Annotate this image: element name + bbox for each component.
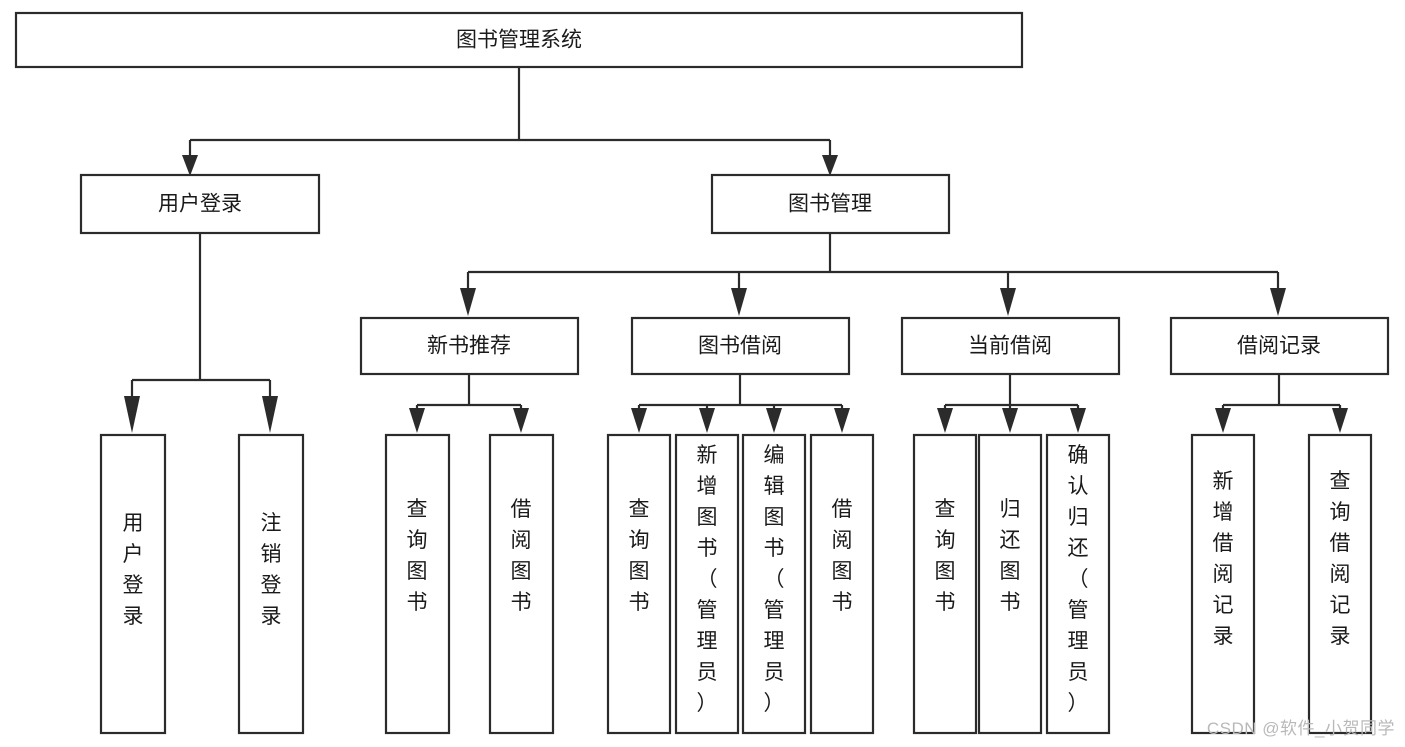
leaf-current-return-book[interactable]: 归还图书	[977, 433, 1043, 735]
arrow-borrow-leaf-2	[699, 408, 715, 433]
node-root-box	[14, 11, 1024, 69]
arrow-root-to-login	[182, 155, 198, 176]
leaf-label: 查询图书	[629, 498, 650, 614]
leaf-borrow-borrow-book[interactable]: 借阅图书	[809, 433, 875, 735]
node-current-borrow-label: 当前借阅	[968, 335, 1052, 358]
leaf-box	[1045, 433, 1111, 735]
arrow-bookmgmt-to-borrow	[731, 288, 747, 316]
leaf-label: 新增图书（管理员）	[697, 444, 718, 715]
arrow-root-to-bookmgmt	[822, 155, 838, 176]
node-root-system[interactable]: 图书管理系统	[14, 11, 1024, 69]
leaf-user-login-logout[interactable]: 注销登录	[237, 433, 305, 735]
leaf-box	[384, 433, 451, 735]
connector-group-current-borrow	[937, 374, 1086, 433]
arrow-bookmgmt-to-current	[1000, 288, 1016, 316]
leaf-borrow-query-book[interactable]: 查询图书	[606, 433, 672, 735]
leaf-current-confirm-return[interactable]: 确认归还（管理员）	[1045, 433, 1111, 735]
leaf-box	[1307, 433, 1373, 735]
leaf-records-add-record[interactable]: 新增借阅记录	[1190, 433, 1256, 735]
arrow-current-leaf-1	[937, 408, 953, 433]
node-user-login-label: 用户登录	[158, 193, 242, 216]
arrow-records-leaf-2	[1332, 408, 1348, 433]
leaf-label: 用户登录	[123, 512, 144, 628]
arrow-current-leaf-2	[1002, 408, 1018, 433]
node-new-book-recommend[interactable]: 新书推荐	[359, 316, 580, 376]
arrow-borrow-leaf-4	[834, 408, 850, 433]
leaf-borrow-edit-book[interactable]: 编辑图书（管理员）	[741, 433, 807, 735]
leaf-new-book-borrow[interactable]: 借阅图书	[488, 433, 555, 735]
arrow-current-leaf-3	[1070, 408, 1086, 433]
node-root-label: 图书管理系统	[456, 29, 582, 52]
leaf-box	[606, 433, 672, 735]
leaf-label: 确认归还（管理员）	[1068, 444, 1089, 715]
leaf-label: 借阅图书	[511, 498, 532, 614]
node-book-borrow-box	[630, 316, 851, 376]
leaf-box	[741, 433, 807, 735]
leaf-label: 编辑图书（管理员）	[764, 444, 785, 715]
leaf-label: 查询借阅记录	[1330, 470, 1351, 648]
node-book-borrow-label: 图书借阅	[698, 335, 782, 358]
node-user-login-box	[79, 173, 321, 235]
node-borrow-records-box	[1169, 316, 1390, 376]
node-current-borrow-box	[900, 316, 1121, 376]
node-book-management-box	[710, 173, 951, 235]
arrow-login-leaf-1	[124, 396, 140, 433]
leaf-label: 注销登录	[261, 512, 282, 628]
connector-group-root	[182, 67, 838, 176]
leaf-borrow-add-book[interactable]: 新增图书（管理员）	[674, 433, 740, 735]
leaf-label: 借阅图书	[832, 498, 853, 614]
arrow-bookmgmt-to-newbook	[460, 288, 476, 316]
node-current-borrow[interactable]: 当前借阅	[900, 316, 1121, 376]
arrow-login-leaf-2	[262, 396, 278, 433]
leaf-box	[674, 433, 740, 735]
node-book-borrow[interactable]: 图书借阅	[630, 316, 851, 376]
node-user-login[interactable]: 用户登录	[79, 173, 321, 235]
arrow-newbook-leaf-2	[513, 408, 529, 433]
leaf-new-book-query[interactable]: 查询图书	[384, 433, 451, 735]
leaf-label: 新增借阅记录	[1213, 470, 1234, 648]
node-new-book-recommend-label: 新书推荐	[427, 335, 511, 358]
node-book-management-label: 图书管理	[788, 193, 872, 216]
arrow-borrow-leaf-1	[631, 408, 647, 433]
leaf-box	[99, 433, 167, 735]
node-borrow-records-label: 借阅记录	[1237, 335, 1321, 358]
connector-group-borrow-records	[1215, 374, 1348, 433]
leaf-box	[237, 433, 305, 735]
node-borrow-records[interactable]: 借阅记录	[1169, 316, 1390, 376]
arrow-bookmgmt-to-records	[1270, 288, 1286, 316]
arrow-newbook-leaf-1	[409, 408, 425, 433]
leaf-user-login-login[interactable]: 用户登录	[99, 433, 167, 735]
leaf-box	[977, 433, 1043, 735]
connector-group-book-management	[460, 233, 1286, 316]
leaf-current-query-book[interactable]: 查询图书	[912, 433, 978, 735]
leaf-box	[1190, 433, 1256, 735]
leaf-label: 查询图书	[407, 498, 428, 614]
node-book-management[interactable]: 图书管理	[710, 173, 951, 235]
leaf-box	[809, 433, 875, 735]
connector-group-new-book-recommend	[409, 374, 529, 433]
connector-group-book-borrow	[631, 374, 850, 433]
node-new-book-recommend-box	[359, 316, 580, 376]
leaf-box	[912, 433, 978, 735]
leaf-records-query-record[interactable]: 查询借阅记录	[1307, 433, 1373, 735]
leaf-box	[488, 433, 555, 735]
arrow-records-leaf-1	[1215, 408, 1231, 433]
leaf-label: 归还图书	[1000, 498, 1021, 614]
connector-group-user-login	[124, 233, 278, 433]
leaf-label: 查询图书	[935, 498, 956, 614]
arrow-borrow-leaf-3	[766, 408, 782, 433]
